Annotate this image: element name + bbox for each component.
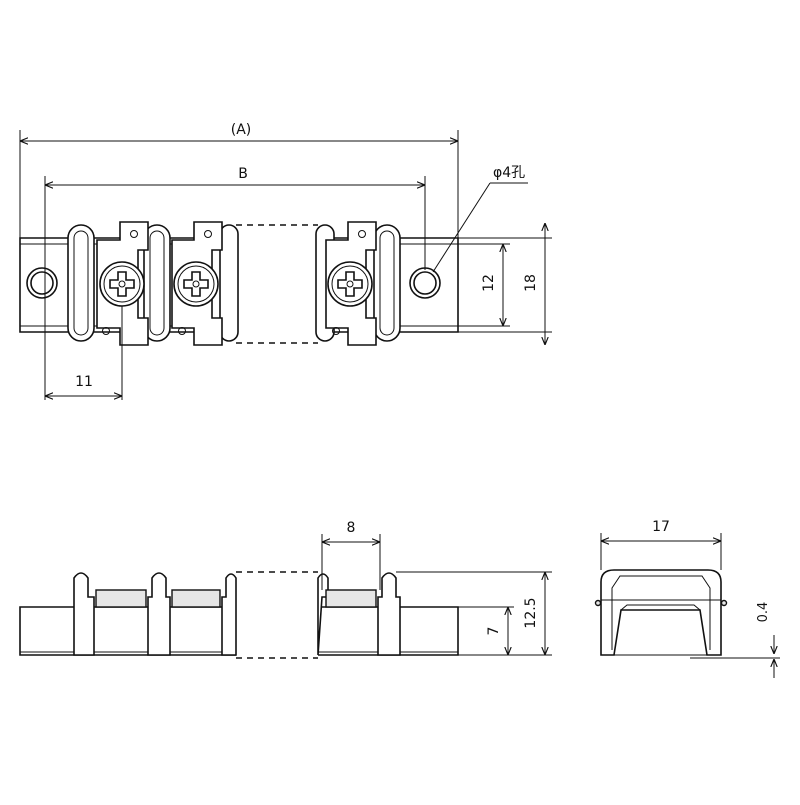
side-cavity — [620, 604, 701, 611]
rivet-hole — [204, 230, 212, 238]
front-barrier-5 — [377, 572, 401, 656]
top-view: (A) B φ4孔 12 18 11 — [19, 122, 552, 400]
barrier-2-inner — [149, 230, 165, 336]
dim-width-outer-label: 18 — [523, 274, 539, 292]
screw-1 — [99, 261, 145, 307]
front-barrier-3 — [221, 573, 237, 656]
rivet-hole — [358, 230, 366, 238]
dim-terminal-pitch-label: 8 — [347, 520, 356, 536]
screw-3 — [327, 261, 373, 307]
dim-mount-pitch-label: B — [238, 166, 248, 182]
side-rivet-left — [594, 599, 602, 607]
hole-label: φ4孔 — [493, 165, 525, 181]
front-terminal-3 — [325, 589, 377, 608]
dim-thickness-label: 0.4 — [756, 602, 771, 623]
side-inner-profile — [611, 575, 711, 650]
barrier-5 — [373, 224, 401, 342]
dim-width-inner-label: 12 — [481, 274, 497, 292]
hole-leader-line — [432, 182, 491, 273]
front-base-left — [19, 606, 236, 656]
dim-end-to-terminal-label: 11 — [75, 374, 93, 390]
barrier-1 — [67, 224, 95, 342]
rivet-hole — [178, 327, 186, 335]
dim-overall-length-label: (A) — [231, 122, 252, 138]
barrier-3 — [219, 224, 239, 342]
front-barrier-2 — [147, 572, 171, 656]
rivet-hole — [130, 230, 138, 238]
barrier-1-inner — [73, 230, 89, 336]
front-view: 8 7 12.5 — [19, 520, 552, 659]
side-rivet-right — [720, 599, 728, 607]
dim-height-base-label: 7 — [486, 627, 502, 636]
side-outline — [600, 569, 722, 656]
dim-end-width-label: 17 — [652, 519, 670, 535]
front-barrier-1 — [73, 572, 95, 656]
mount-hole-right-inner — [413, 271, 437, 295]
dim-height-total-label: 12.5 — [523, 597, 539, 628]
rivet-hole — [102, 327, 110, 335]
barrier-5-inner — [379, 230, 395, 336]
mount-hole-left-inner — [30, 271, 54, 295]
front-barrier-4 — [317, 573, 329, 656]
rivet-hole — [332, 327, 340, 335]
mount-hole-left — [26, 267, 58, 299]
side-view: 17 0.4 — [594, 519, 780, 678]
front-terminal-1 — [95, 589, 147, 608]
screw-2 — [173, 261, 219, 307]
front-terminal-2 — [171, 589, 221, 608]
